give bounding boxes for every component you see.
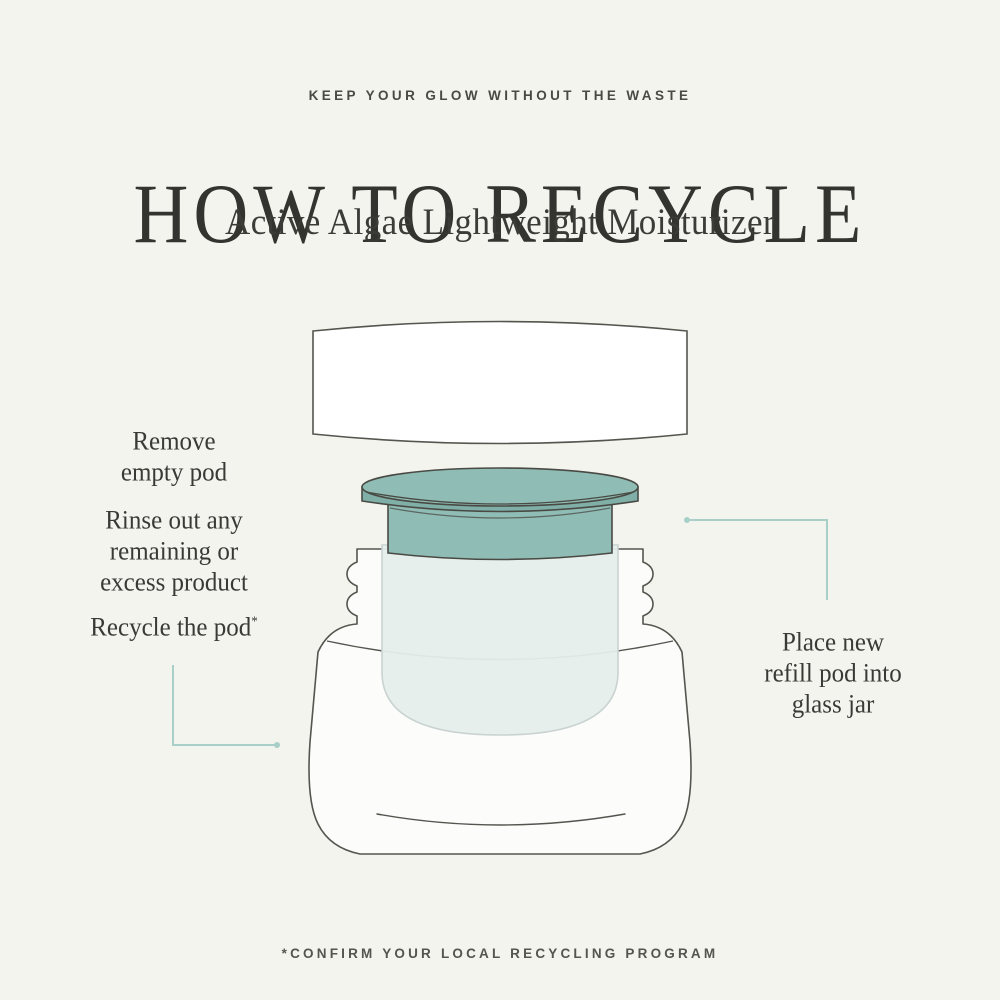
- refill-pod-body-group: [381, 544, 619, 736]
- refill-pod-cap-group: [361, 467, 639, 561]
- refill-pod-cap-top: [361, 467, 639, 507]
- leader-line-right: [684, 517, 828, 600]
- footnote-text: *Confirm your local recycling program: [281, 946, 719, 961]
- leader-line-left-dot: [274, 742, 280, 748]
- outer-lid: [312, 320, 688, 445]
- annotation-recycle-the-pod: Recycle the pod*: [44, 612, 304, 643]
- annotation-recycle-the-pod-text: Recycle the pod: [90, 613, 252, 642]
- eyebrow-text: Keep your glow without the waste: [308, 88, 692, 103]
- leader-line-right-path: [687, 519, 828, 600]
- refill-pod-collar-inner-line: [389, 507, 611, 519]
- refill-pod-collar: [387, 503, 613, 561]
- refill-pod-body: [381, 544, 619, 736]
- outer-lid-group: [312, 320, 688, 445]
- leader-line-left-path: [172, 665, 277, 746]
- glass-jar-base-line: [376, 813, 626, 826]
- page-title: HOW TO RECYCLE: [133, 166, 867, 261]
- refill-pod-cap-inner-rim: [365, 491, 635, 505]
- page-subtitle: Active Algae Lightweight Moisturizer: [225, 201, 775, 243]
- footnote-marker: *: [251, 612, 258, 629]
- leader-line-left: [172, 665, 280, 748]
- leader-line-right-dot: [684, 517, 690, 523]
